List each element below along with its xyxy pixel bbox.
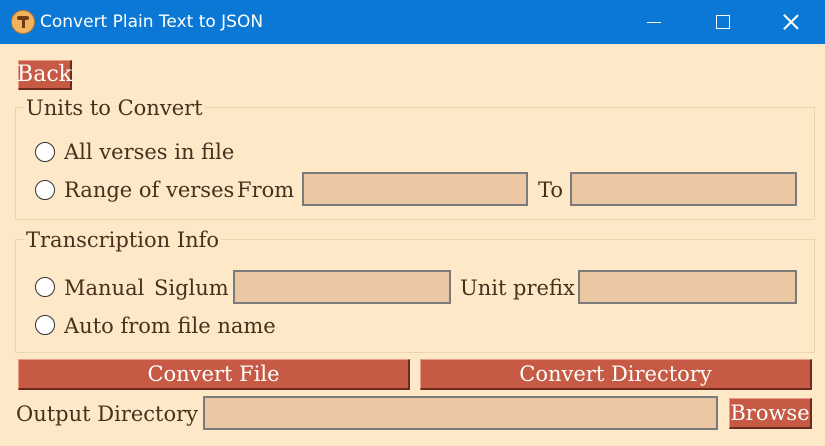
- close-icon: [782, 13, 800, 31]
- browse-button[interactable]: Browse: [729, 398, 812, 429]
- from-input[interactable]: [302, 172, 528, 206]
- close-button[interactable]: [757, 0, 825, 44]
- convert-directory-button[interactable]: Convert Directory: [420, 359, 812, 390]
- maximize-icon: [716, 15, 730, 29]
- app-logo-icon: [11, 10, 35, 34]
- convert-file-button[interactable]: Convert File: [18, 359, 410, 390]
- maximize-button[interactable]: [688, 0, 758, 44]
- siglum-label: Siglum: [154, 276, 229, 300]
- all-verses-label: All verses in file: [64, 140, 235, 164]
- units-to-convert-group: [15, 107, 815, 220]
- auto-from-file-name-radio[interactable]: [35, 315, 55, 335]
- range-of-verses-label: Range of verses: [64, 178, 235, 202]
- window-title: Convert Plain Text to JSON: [40, 12, 264, 32]
- auto-from-file-name-label: Auto from file name: [64, 314, 276, 338]
- output-directory-label: Output Directory: [16, 402, 199, 426]
- minimize-icon: [647, 21, 661, 23]
- to-label: To: [538, 178, 564, 202]
- to-input[interactable]: [570, 172, 797, 206]
- minimize-button[interactable]: [619, 0, 689, 44]
- unit-prefix-input[interactable]: [578, 270, 797, 304]
- transcription-info-legend: Transcription Info: [24, 228, 222, 252]
- range-of-verses-radio[interactable]: [35, 180, 55, 200]
- output-directory-input[interactable]: [203, 396, 718, 430]
- back-button[interactable]: Back: [17, 60, 72, 90]
- from-label: From: [237, 178, 295, 202]
- siglum-input[interactable]: [233, 270, 451, 304]
- title-bar: Convert Plain Text to JSON: [0, 0, 825, 44]
- all-verses-radio[interactable]: [35, 142, 55, 162]
- units-to-convert-legend: Units to Convert: [24, 96, 205, 120]
- manual-label: Manual: [64, 276, 145, 300]
- manual-radio[interactable]: [35, 277, 55, 297]
- transcription-info-group: [15, 239, 815, 353]
- unit-prefix-label: Unit prefix: [460, 276, 575, 300]
